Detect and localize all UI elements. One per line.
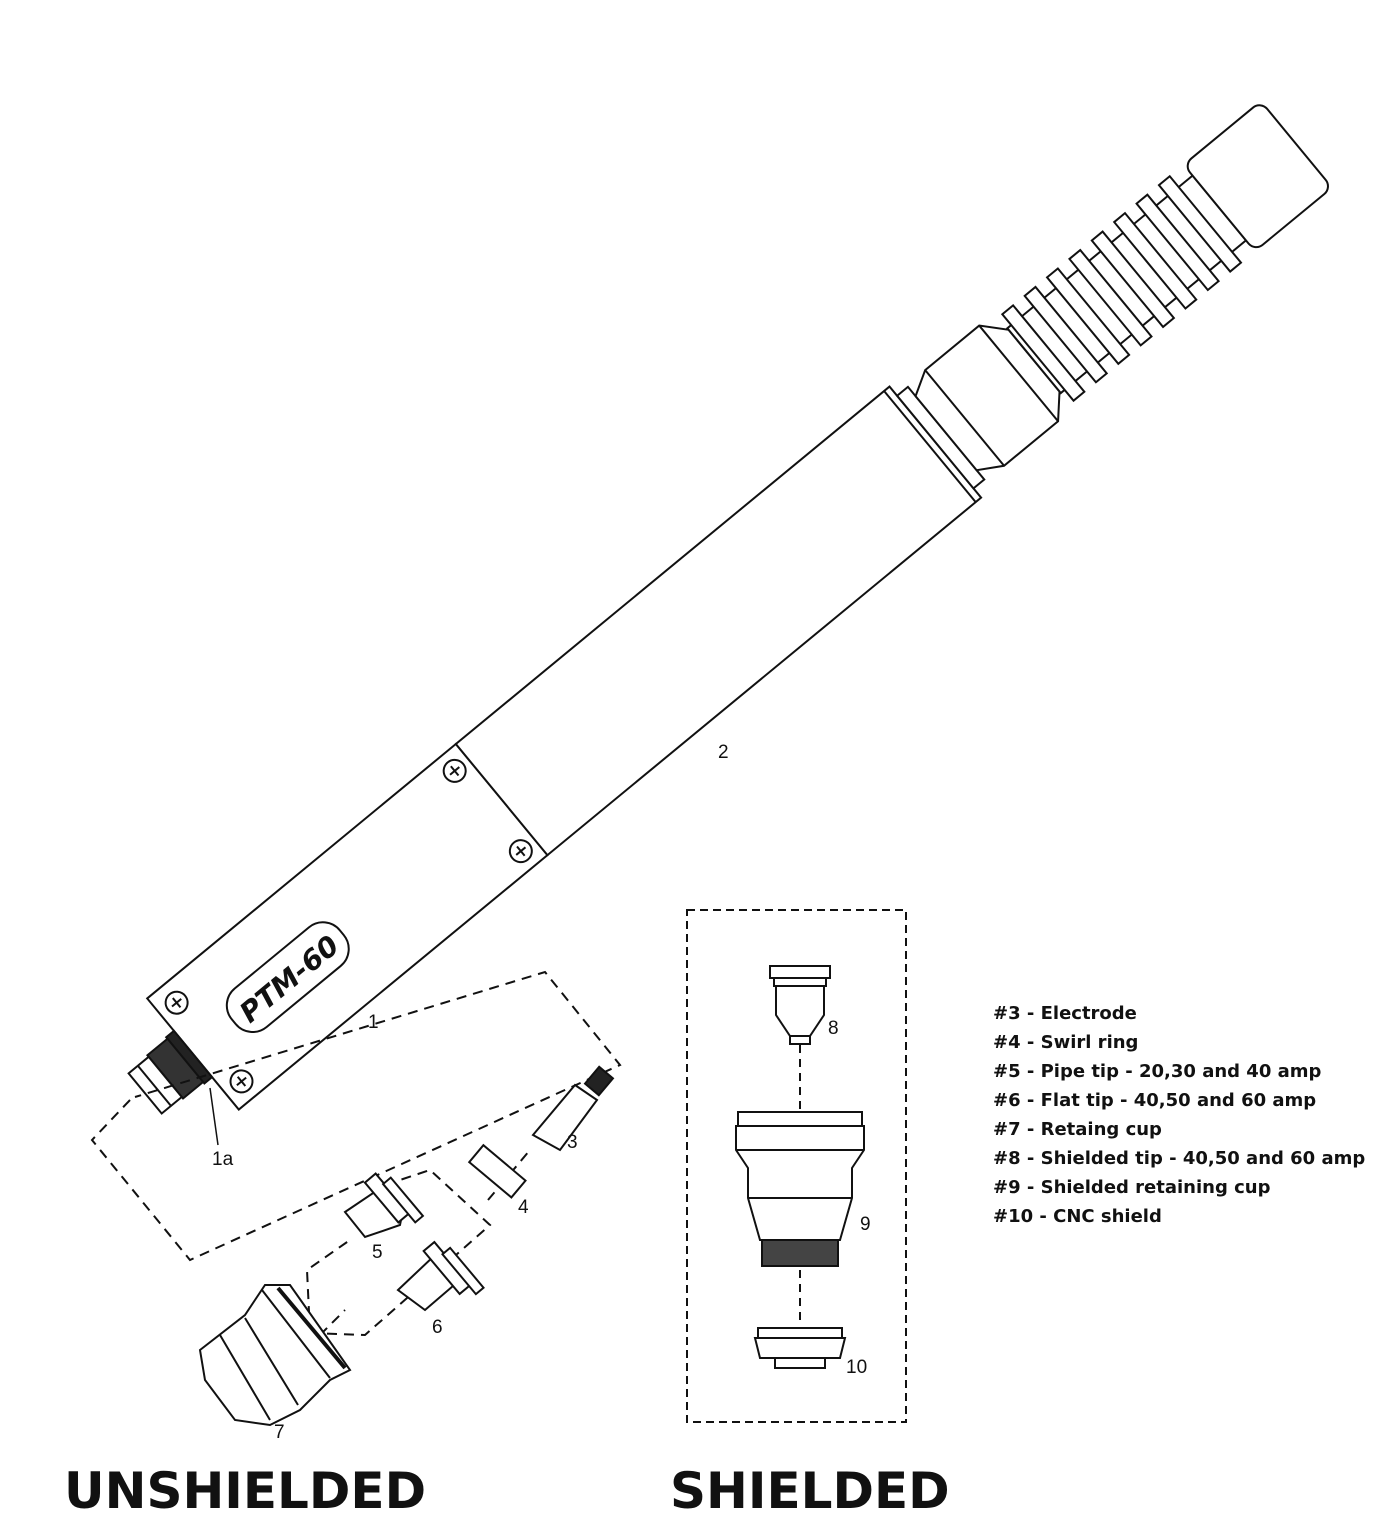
legend-item: #7 - Retaing cup xyxy=(993,1119,1162,1140)
legend-item: #3 - Electrode xyxy=(993,1003,1137,1024)
legend-item: #10 - CNC shield xyxy=(993,1206,1162,1227)
model-badge xyxy=(225,921,350,1034)
screw-icon xyxy=(229,1069,254,1094)
legend-item: #4 - Swirl ring xyxy=(993,1032,1139,1053)
unshielded-heading: UNSHIELDED xyxy=(64,1462,427,1520)
electrode-part-3 xyxy=(531,1065,615,1152)
callout-10: 10 xyxy=(846,1357,867,1378)
torch-assembly: PTM-60 xyxy=(127,104,1329,1115)
hose-end-cap xyxy=(1186,104,1329,249)
torch-handle-part-2 xyxy=(454,385,983,857)
cnc-shield-part-10 xyxy=(753,1327,847,1369)
hex-nut xyxy=(895,324,1061,490)
shielded-heading: SHIELDED xyxy=(670,1462,950,1520)
shielded-retaining-cup-part-9 xyxy=(735,1111,865,1267)
swirl-ring-part-4 xyxy=(467,1143,527,1199)
retaining-cup-part-7 xyxy=(198,1284,352,1427)
callout-1: 1 xyxy=(368,1012,379,1033)
callout-5: 5 xyxy=(372,1242,383,1263)
corrugated-hose xyxy=(1000,104,1329,403)
callout-7: 7 xyxy=(274,1422,285,1443)
pipe-tip-part-5 xyxy=(343,1172,425,1239)
screw-icon xyxy=(164,990,189,1015)
flat-tip-part-6 xyxy=(396,1240,485,1312)
parts-legend: #3 - Electrode #4 - Swirl ring #5 - Pipe… xyxy=(993,999,1365,1231)
callout-4: 4 xyxy=(518,1197,529,1218)
callout-2: 2 xyxy=(718,742,729,763)
legend-item: #9 - Shielded retaining cup xyxy=(993,1177,1271,1198)
torch-body-part-1 xyxy=(145,742,549,1111)
legend-item: #6 - Flat tip - 40,50 and 60 amp xyxy=(993,1090,1317,1111)
front-connector-part-1a xyxy=(127,1029,214,1115)
callout-3: 3 xyxy=(567,1132,578,1153)
callout-9: 9 xyxy=(860,1214,871,1235)
legend-item: #5 - Pipe tip - 20,30 and 40 amp xyxy=(993,1061,1322,1082)
callout-8: 8 xyxy=(828,1018,839,1039)
callout-6: 6 xyxy=(432,1317,443,1338)
shielded-parts-box xyxy=(686,909,907,1423)
shielded-tip-part-8 xyxy=(769,965,831,1045)
legend-item: #8 - Shielded tip - 40,50 and 60 amp xyxy=(993,1148,1366,1169)
screw-icon xyxy=(508,839,533,864)
callout-1a: 1a xyxy=(212,1149,234,1170)
screw-icon xyxy=(442,758,467,783)
